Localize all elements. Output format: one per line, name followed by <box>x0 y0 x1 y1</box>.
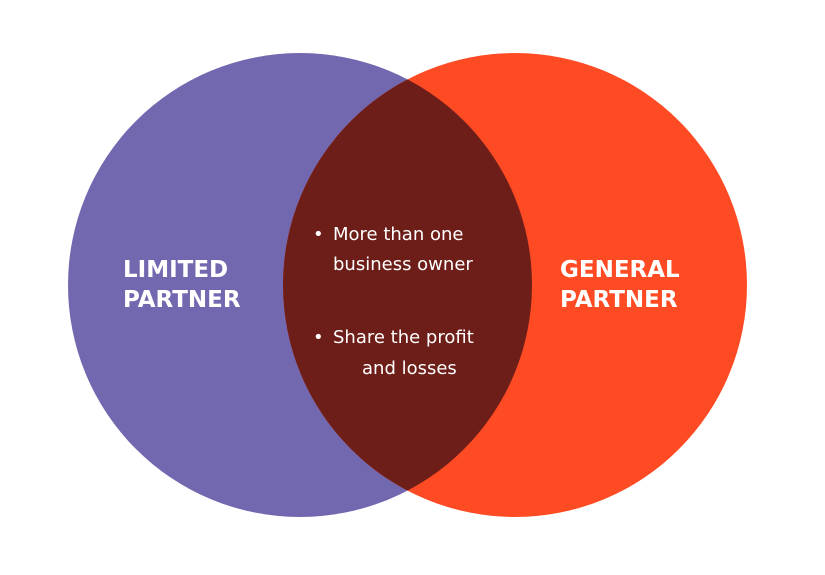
general-partner-label-line2: PARTNER <box>560 287 678 313</box>
overlap-item-2-line1: Share the profit <box>333 327 474 348</box>
general-partner-label-line1: GENERAL <box>560 257 680 283</box>
limited-partner-label-line2: PARTNER <box>123 287 241 313</box>
overlap-item-1-line1: More than one <box>333 224 463 245</box>
limited-partner-label-line1: LIMITED <box>123 257 228 283</box>
overlap-item-1-line2: business owner <box>333 254 473 275</box>
overlap-bullet-1: • <box>313 224 324 245</box>
overlap-region <box>283 53 532 517</box>
overlap-item-2-line2: and losses <box>362 358 457 379</box>
overlap-bullet-2: • <box>313 327 324 348</box>
